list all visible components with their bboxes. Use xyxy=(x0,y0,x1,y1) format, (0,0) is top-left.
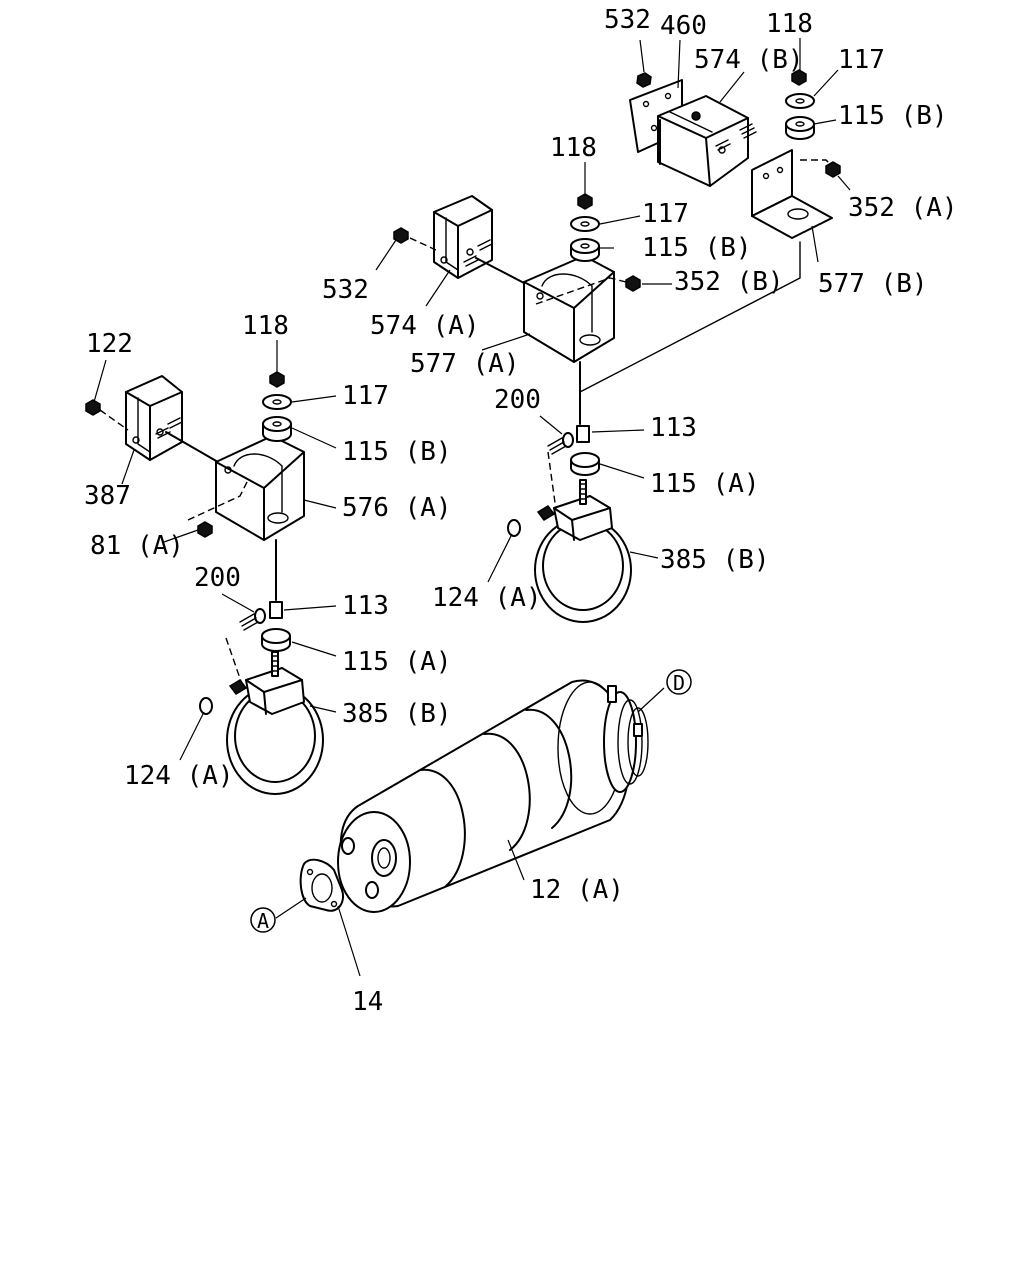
clamp-band-385b-left xyxy=(226,651,324,795)
muffler-12a xyxy=(337,679,649,913)
label-115b-left: 115 (B) xyxy=(342,437,452,467)
label-115a-left: 115 (A) xyxy=(342,647,452,677)
label-118-left: 118 xyxy=(242,311,289,341)
label-118-mid: 118 xyxy=(550,133,597,163)
label-387: 387 xyxy=(84,481,131,511)
label-200-left: 200 xyxy=(194,563,241,593)
label-122: 122 xyxy=(86,329,133,359)
rubber-115b-top xyxy=(785,116,815,140)
clamp-band-385b-right xyxy=(534,479,632,623)
label-117-mid: 117 xyxy=(642,199,689,229)
label-385b-left: 385 (B) xyxy=(342,699,452,729)
label-200-right: 200 xyxy=(494,385,541,415)
label-576a: 576 (A) xyxy=(342,493,452,523)
label-14: 14 xyxy=(352,987,383,1017)
label-385b-right: 385 (B) xyxy=(660,545,770,575)
nut-532-top xyxy=(636,72,652,88)
nut-118-mid xyxy=(577,193,593,210)
label-352a: 352 (A) xyxy=(848,193,958,223)
label-574b: 574 (B) xyxy=(694,45,804,75)
connector-line-right xyxy=(579,241,801,393)
nut-352a xyxy=(825,161,841,178)
label-12a: 12 (A) xyxy=(530,875,624,905)
bracket-574b xyxy=(657,95,757,187)
label-117-top: 117 xyxy=(838,45,885,75)
leader-lines xyxy=(93,38,851,977)
label-113-right: 113 xyxy=(650,413,697,443)
label-115b-mid: 115 (B) xyxy=(642,233,752,263)
washer-117-mid xyxy=(570,216,600,232)
nut-352b xyxy=(625,275,641,292)
stud-113-left xyxy=(269,601,283,619)
washer-117-left xyxy=(262,394,292,410)
nut-532-mid xyxy=(393,227,409,244)
nut-118-left xyxy=(269,371,285,388)
rubber-115a-right xyxy=(570,452,600,476)
label-577b: 577 (B) xyxy=(818,269,928,299)
label-117-left: 117 xyxy=(342,381,389,411)
label-532-top: 532 xyxy=(604,5,651,35)
nut-81a xyxy=(197,521,213,538)
label-574a: 574 (A) xyxy=(370,311,480,341)
label-115b-top: 115 (B) xyxy=(838,101,948,131)
label-115a-right: 115 (A) xyxy=(650,469,760,499)
rubber-115a-left xyxy=(261,628,291,652)
label-532-mid: 532 xyxy=(322,275,369,305)
washer-124a-left xyxy=(199,697,213,715)
callout-circle-a: A xyxy=(250,907,276,933)
gasket-14 xyxy=(299,858,344,912)
bracket-574a xyxy=(433,195,493,279)
bracket-387 xyxy=(125,375,183,461)
bracket-577a xyxy=(523,255,615,363)
nut-122 xyxy=(85,399,101,416)
nut-118-top xyxy=(791,69,807,86)
label-124a-right: 124 (A) xyxy=(432,583,542,613)
washer-117-top xyxy=(785,93,815,109)
rubber-115b-left xyxy=(262,416,292,442)
label-577a: 577 (A) xyxy=(410,349,520,379)
label-113-left: 113 xyxy=(342,591,389,621)
bolt-200-left xyxy=(239,608,266,631)
bracket-577b xyxy=(751,149,833,239)
rubber-115b-mid xyxy=(570,238,600,262)
part-labels: 532 460 118 574 (B) 117 115 (B) 352 (A) … xyxy=(84,5,958,1017)
bolt-200-right xyxy=(547,432,574,455)
bracket-576a xyxy=(215,435,305,541)
label-81a: 81 (A) xyxy=(90,531,184,561)
label-118-top: 118 xyxy=(766,9,813,39)
stud-113-right xyxy=(576,425,590,443)
washer-124a-right xyxy=(507,519,521,537)
label-460: 460 xyxy=(660,11,707,41)
label-352b: 352 (B) xyxy=(674,267,784,297)
callout-circle-d: D xyxy=(666,669,692,695)
label-124a-left: 124 (A) xyxy=(124,761,234,791)
svg-text:A: A xyxy=(257,909,269,933)
svg-text:D: D xyxy=(673,671,685,695)
